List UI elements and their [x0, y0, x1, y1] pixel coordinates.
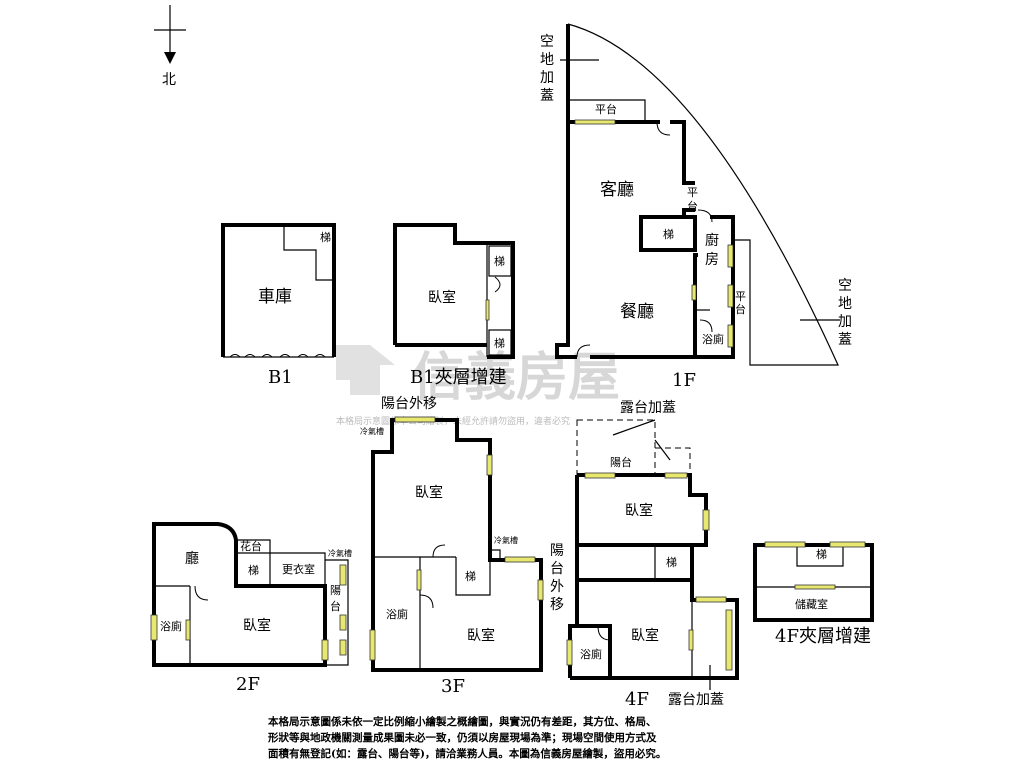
bath-4f: 浴廁: [580, 647, 602, 661]
storage-4f: 儲藏室: [795, 597, 828, 611]
room-bedroom-2f: 臥室: [243, 617, 271, 634]
kitchen-2: 房: [705, 252, 719, 268]
balcony-4f: 陽台: [610, 455, 632, 469]
balcony-right-3f-2: 台: [550, 561, 564, 577]
room-hall-2f: 廳: [185, 550, 199, 567]
vacant-right-3: 加: [838, 314, 852, 330]
vacant-top-1: 空: [540, 34, 554, 50]
disclaimer-line: 面積有無登記(如：露台、陽台等)，請洽業務人員。本圖為信義房屋繪製，盜用必究。: [268, 748, 667, 760]
balcony-top-3f: 陽台外移: [381, 396, 437, 412]
room-living: 客廳: [600, 180, 634, 200]
balcony-right-3f-3: 外: [550, 579, 564, 595]
flower-stand: 花台: [240, 539, 262, 553]
b1-stairs: 梯: [320, 231, 331, 244]
brand-logo-icon: [336, 345, 395, 395]
ac-right-3f: 冷氣槽: [494, 535, 518, 545]
terrace-top-4f: 露台加蓋: [620, 400, 676, 416]
ac-top-3f: 冷氣槽: [360, 426, 384, 436]
disclaimer-line: 形狀等與地政機關測量成果圖未必一致，仍須以房屋現場為準；現場空間使用方式及: [268, 732, 657, 744]
vacant-right-4: 蓋: [838, 332, 852, 348]
ac-2f: 冷氣槽: [328, 548, 352, 558]
caption-2f: 2F: [236, 674, 260, 695]
closet-2f: 更衣室: [282, 562, 315, 576]
caption-b1: B1: [268, 367, 293, 388]
platform-right-2: 台: [735, 302, 746, 316]
room-bedroom-bottom-3f: 臥室: [467, 627, 495, 644]
balcony-2f-2: 台: [330, 599, 341, 613]
floor-b1: 車庫 梯 B1: [221, 223, 336, 388]
f3-stairs: 梯: [465, 570, 476, 583]
b1m-stairs-b: 梯: [494, 337, 505, 350]
floor-2f: 廳 花台 梯 更衣室 冷氣槽 陽 台 浴廁 臥室 2F: [150, 522, 352, 695]
terrace-bottom-4f: 露台加蓋: [668, 692, 724, 708]
caption-3f: 3F: [441, 676, 465, 697]
floor-b1-mezzanine: 臥室 梯 梯 B1夾層增建: [393, 223, 515, 388]
f1-stairs: 梯: [663, 228, 674, 241]
floor-4f-mezzanine: 梯 儲藏室 4F夾層增建: [753, 541, 874, 647]
room-bedroom-b1m: 臥室: [428, 289, 456, 306]
vacant-top-3: 加: [540, 70, 554, 86]
platform-top: 平台: [595, 102, 617, 116]
bath-2f: 浴廁: [160, 619, 182, 633]
room-bedroom-bottom-4f: 臥室: [631, 627, 659, 644]
balcony-right-3f-4: 移: [550, 597, 564, 613]
vacant-right-1: 空: [838, 278, 852, 294]
balcony-2f-1: 陽: [330, 584, 341, 597]
caption-1f: 1F: [672, 370, 696, 391]
kitchen-1: 廚: [705, 232, 719, 249]
room-garage: 車庫: [258, 287, 292, 307]
watermark-brand: 信義房屋: [412, 348, 620, 408]
north-arrow-icon: [164, 52, 176, 64]
disclaimer: 本格局示意圖係未依一定比例縮小繪製之概繪圖，與實況仍有差距，其方位、格局、 形狀…: [268, 714, 768, 762]
f2-stairs: 梯: [248, 564, 259, 577]
room-dining: 餐廳: [620, 302, 654, 322]
floor-4f: 露台加蓋 陽台 臥室 梯 浴廁 臥室 4F 露台加蓋: [566, 400, 739, 710]
b1m-stairs-a: 梯: [494, 255, 505, 268]
f1-bath: 浴廁: [702, 332, 724, 346]
compass: 北: [154, 5, 186, 88]
compass-north: 北: [162, 72, 176, 88]
caption-4f: 4F: [625, 689, 649, 710]
vacant-top-4: 蓋: [540, 88, 554, 104]
platform-mid-1: 平: [687, 186, 698, 199]
floor-3f: 陽台外移 冷氣槽 臥室 冷氣槽 陽 台 外 移 浴廁 梯 臥室 3F: [360, 396, 564, 697]
platform-right-1: 平: [735, 290, 746, 303]
caption-4f-mezzanine: 4F夾層增建: [775, 626, 871, 647]
room-bedroom-top-4f: 臥室: [625, 502, 653, 519]
caption-b1m: B1夾層增建: [410, 367, 507, 388]
f4-stairs: 梯: [666, 556, 677, 569]
f4m-stairs: 梯: [816, 548, 827, 561]
bath-3f: 浴廁: [386, 607, 408, 621]
floor-1f: 空 地 加 蓋 平台 客廳 平 台 梯 廚 房 餐廳 平 台 浴廁 空 地 加 …: [540, 23, 852, 391]
room-bedroom-top-3f: 臥室: [415, 484, 443, 501]
disclaimer-line: 本格局示意圖係未依一定比例縮小繪製之概繪圖，與實況仍有差距，其方位、格局、: [268, 716, 657, 728]
vacant-right-2: 地: [838, 296, 852, 312]
balcony-right-3f-1: 陽: [550, 543, 564, 559]
platform-mid-2: 台: [687, 199, 698, 213]
vacant-top-2: 地: [540, 52, 554, 68]
